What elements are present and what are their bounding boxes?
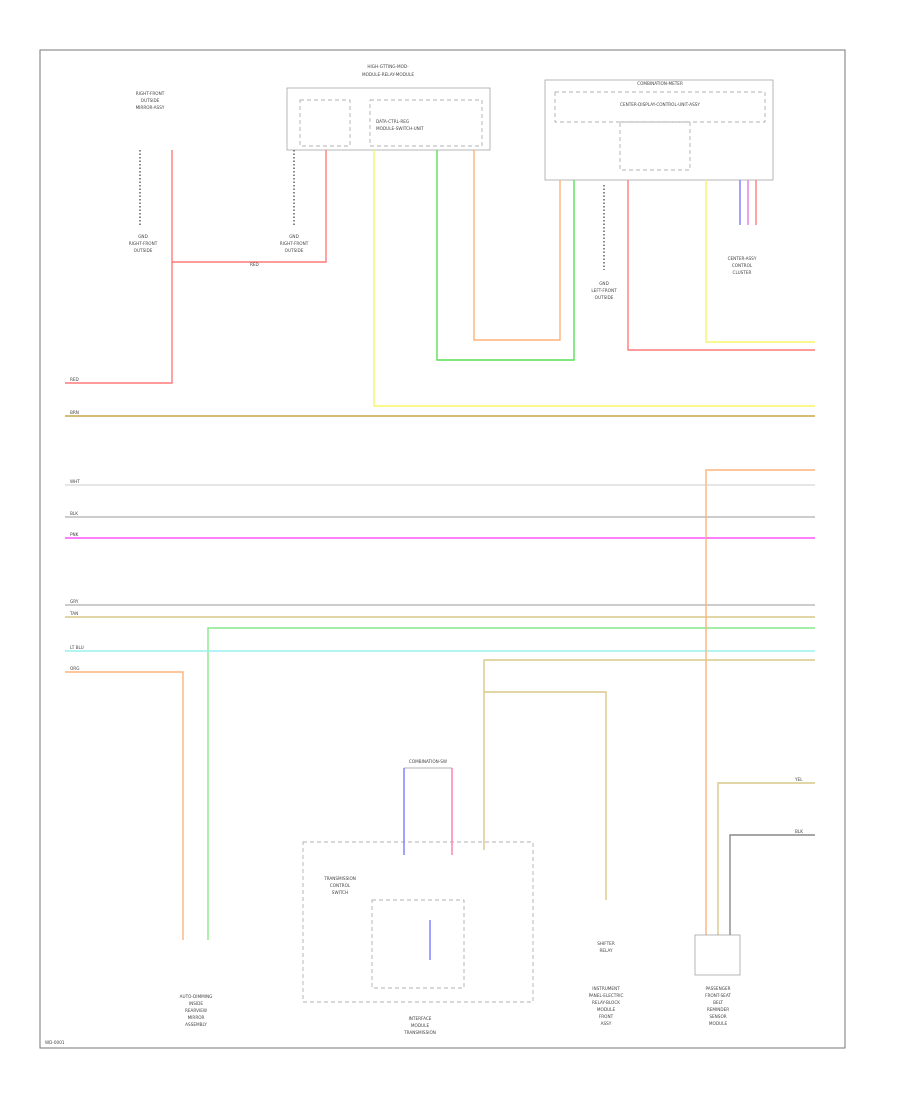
left-top-device-l2: OUTSIDE <box>141 98 160 103</box>
bottom-center-module: COMBINATION-SW INTERFACE MODULE TRANSMIS… <box>302 759 534 1035</box>
mid-gnd-l1: GND <box>289 234 299 239</box>
wire-green-top <box>436 150 575 361</box>
wire-label-blk: BLK <box>795 829 803 834</box>
wire-label-gray2: GRY <box>70 599 79 604</box>
wire-label-tan: BRN <box>70 410 79 415</box>
top-module-inner2: MODULE-SWITCH-UNIT <box>376 126 424 131</box>
footer-code: WD-0001 <box>45 1040 65 1045</box>
bottom-left-l1: AUTO-DIMMING <box>180 994 213 999</box>
bottom-center-left-l1: TRANSMISSION <box>323 876 356 881</box>
wire-label-red-1: RED <box>250 262 259 267</box>
wire-red-top <box>171 150 327 263</box>
top-module-sub: MODULE-RELAY-MODULE <box>362 72 414 77</box>
bottom-mid-l1: SHIFTER <box>597 941 615 946</box>
bottom-left-l4: MIRROR <box>188 1015 205 1020</box>
bottom-center-left-l3: SWITCH <box>332 890 348 895</box>
left-top-device-l3: MIRROR-ASSY <box>136 105 165 110</box>
wire-label-tan2: TAN <box>69 611 78 616</box>
top-right-module-title: COMBINATION-METER <box>637 81 683 86</box>
wire-label-lblue: LT BLU <box>70 645 84 650</box>
wire-label-yel: YEL <box>794 777 803 782</box>
bottom-mid-l4: PANEL-ELECTRIC <box>589 993 624 998</box>
wire-yellow-meter <box>705 180 815 343</box>
meter-gnd-l1: GND <box>599 281 609 286</box>
bottom-mid-l2: RELAY <box>599 948 613 953</box>
bottom-left-l5: ASSEMBLY <box>185 1022 207 1027</box>
top-right-module-inner: CENTER-DISPLAY-CONTROL-UNIT-ASSY <box>620 102 700 107</box>
top-module-inner1: DATA-CTRL-REG <box>376 119 409 124</box>
wire-orange-top <box>473 150 561 341</box>
left-gnd-l2: RIGHT-FRONT <box>129 241 158 246</box>
mid-gnd-l3: OUTSIDE <box>285 248 304 253</box>
wire-label-orange: ORG <box>70 666 79 671</box>
wire-label-gray: BLK <box>70 511 78 516</box>
bottom-center-l1: INTERFACE <box>409 1016 432 1021</box>
left-gnd-l3: OUTSIDE <box>134 248 153 253</box>
bottom-right-l1: PASSENGER <box>705 986 730 991</box>
wire-yellow-main <box>373 150 815 407</box>
bottom-left-l2: INSIDE <box>189 1001 203 1006</box>
wire-green-bus <box>207 627 815 940</box>
wire-black-right-low <box>729 834 815 935</box>
meter-gnd-l2: LEFT-FRONT <box>591 288 617 293</box>
wire-label-red-2: RED <box>70 377 79 382</box>
wire-tan-mid <box>483 659 815 850</box>
left-gnd-l1: GND <box>138 234 148 239</box>
bottom-right-l5: SENSOR <box>709 1014 726 1019</box>
wire-orange-right <box>705 469 815 935</box>
bottom-center-title: COMBINATION-SW <box>409 759 447 764</box>
bottom-left-l3: REARVIEW <box>185 1008 207 1013</box>
bottom-center-l2: MODULE <box>411 1023 430 1028</box>
bottom-center-left-l2: CONTROL <box>330 883 351 888</box>
bottom-mid-l5: RELAY-BLOCK <box>592 1000 620 1005</box>
top-module-title: HIGH-GTTING-MOD- <box>367 64 409 69</box>
meter-gnd-l3: OUTSIDE <box>595 295 614 300</box>
bottom-right-l3: BELT <box>713 1000 723 1005</box>
bottom-mid-l7: FRONT <box>599 1014 614 1019</box>
right-top-device-l1: CENTER-ASSY <box>728 256 757 261</box>
mid-gnd-l2: RIGHT-FRONT <box>280 241 309 246</box>
bottom-mid-l3: INSTRUMENT <box>592 986 620 991</box>
top-right-module: COMBINATION-METER CENTER-DISPLAY-CONTROL… <box>544 79 774 181</box>
bottom-mid-l8: ASSY <box>601 1021 612 1026</box>
wire-label-white: WHT <box>70 479 80 484</box>
bottom-right-l6: MODULE <box>709 1021 728 1026</box>
left-top-device-l1: RIGHT-FRONT <box>136 91 165 96</box>
top-module: HIGH-GTTING-MOD- MODULE-RELAY-MODULE DAT… <box>286 64 491 151</box>
bottom-right-l4: REMINDER <box>707 1007 729 1012</box>
wire-tan-right-low <box>717 782 815 935</box>
bottom-mid-l6: MODULE <box>597 1007 616 1012</box>
bottom-center-l3: TRANSMISSION <box>403 1030 436 1035</box>
wire-orange-bus <box>65 671 184 940</box>
wire-label-pink: PNK <box>70 532 79 537</box>
wire-red-meter <box>627 180 815 351</box>
wire-red-left <box>65 262 173 384</box>
right-top-device-l2: CONTROL <box>732 263 753 268</box>
right-top-device-l3: CLUSTER <box>733 270 752 275</box>
diagram-frame <box>39 49 846 1049</box>
wire-tan-mid-2 <box>484 691 607 900</box>
bottom-right-l2: FRONT-SEAT <box>705 993 731 998</box>
